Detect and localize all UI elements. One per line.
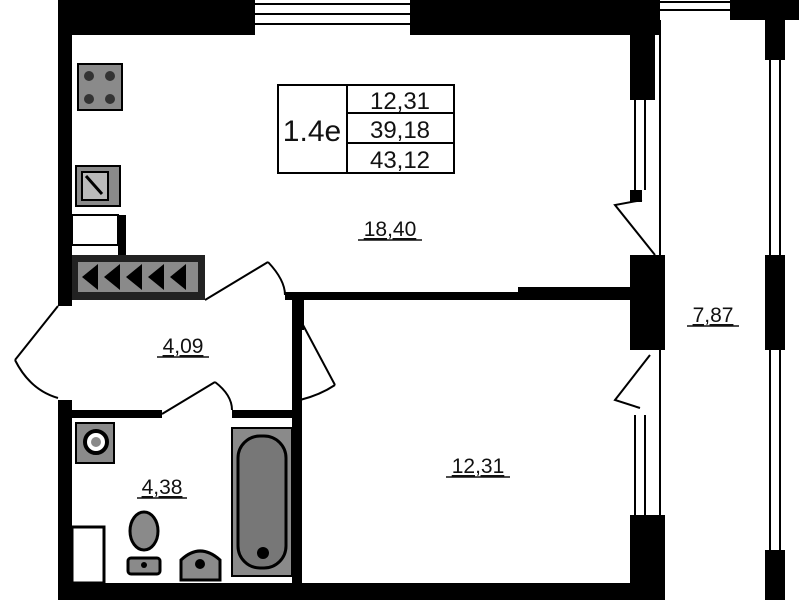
cabinet — [71, 214, 119, 246]
area-living: 12,31 — [370, 88, 430, 115]
room-labels: 18,40 4,09 4,38 12,31 7,87 — [137, 218, 739, 499]
apartment-type: 1.4e — [283, 115, 341, 148]
area-total: 43,12 — [370, 147, 430, 174]
washing-machine — [75, 422, 115, 464]
washbasin — [179, 549, 222, 582]
shelf — [70, 525, 106, 585]
doors — [14, 199, 656, 415]
kitchen-stove — [77, 63, 123, 111]
room-area-hallway: 4,09 — [163, 335, 204, 358]
kitchen-sink — [75, 165, 121, 207]
info-box: 1.4e 12,31 39,18 43,12 — [277, 84, 455, 174]
windows — [255, 1, 781, 600]
room-area-bedroom: 12,31 — [452, 455, 505, 478]
room-area-balcony: 7,87 — [693, 304, 734, 327]
toilet — [126, 510, 162, 576]
room-area-bathroom: 4,38 — [142, 476, 183, 499]
room-area-kitchen-living: 18,40 — [364, 218, 417, 241]
bathtub — [231, 427, 293, 577]
area-total-net: 39,18 — [370, 117, 430, 144]
radiator — [72, 255, 205, 300]
